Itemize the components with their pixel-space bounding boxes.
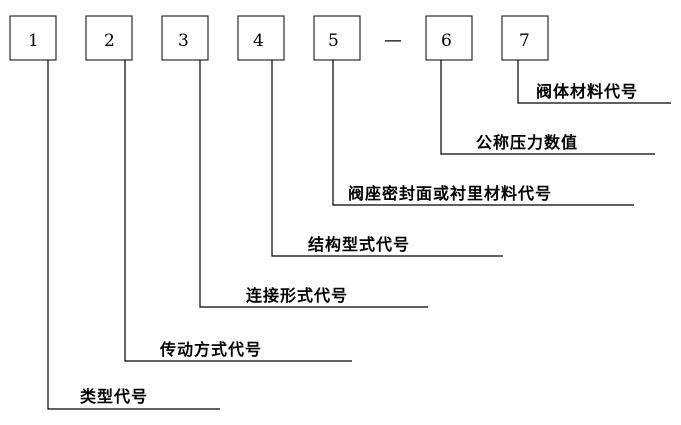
code-box-3-label: 3 xyxy=(178,31,189,51)
code-box-2-label: 2 xyxy=(104,31,115,51)
code-box-7: 7 xyxy=(501,15,549,61)
label-nominal-pressure: 公称压力数值 xyxy=(476,133,578,152)
code-box-4-label: 4 xyxy=(253,31,264,51)
leader-line-2 xyxy=(124,60,352,362)
code-box-6: 6 xyxy=(425,15,473,61)
label-seat-seal-material-code: 阀座密封面或衬里材料代号 xyxy=(348,184,552,203)
code-box-5: 5 xyxy=(313,15,361,61)
leader-line-3 xyxy=(199,60,428,308)
leader-line-4 xyxy=(271,60,503,257)
label-type-code: 类型代号 xyxy=(80,387,148,406)
code-box-6-label: 6 xyxy=(441,31,452,51)
label-structure-type-code: 结构型式代号 xyxy=(307,235,410,254)
separator-dash: — xyxy=(384,30,402,51)
code-box-1: 1 xyxy=(9,15,57,61)
leader-line-5 xyxy=(332,60,634,206)
code-box-3: 3 xyxy=(161,15,209,61)
label-drive-mode-code: 传动方式代号 xyxy=(159,340,262,359)
code-box-5-label: 5 xyxy=(328,31,339,51)
leader-line-1 xyxy=(47,60,220,410)
code-box-1-label: 1 xyxy=(28,31,39,51)
label-body-material-code: 阀体材料代号 xyxy=(536,82,638,101)
leader-line-6 xyxy=(440,60,655,155)
leader-line-7 xyxy=(517,60,671,104)
label-connection-form-code: 连接形式代号 xyxy=(246,286,348,305)
code-box-4: 4 xyxy=(237,15,285,61)
code-box-7-label: 7 xyxy=(519,31,530,51)
code-box-2: 2 xyxy=(85,15,133,61)
